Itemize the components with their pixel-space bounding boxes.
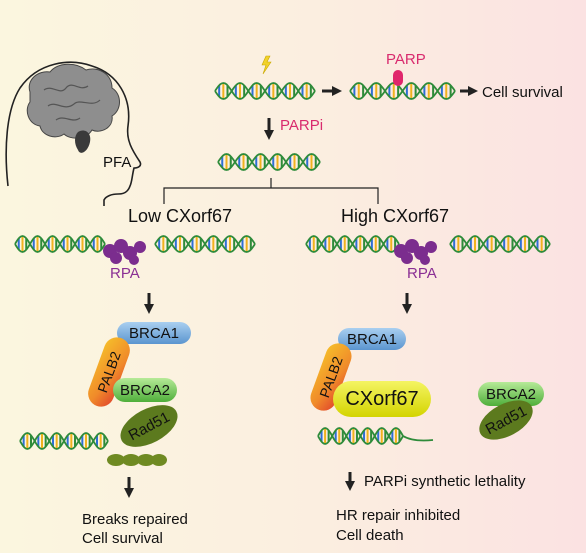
dna-strand — [14, 235, 106, 253]
palb2-left-shape — [88, 337, 130, 407]
dna-top-damaged-helix — [214, 82, 316, 100]
arrow-left-2 — [124, 477, 134, 498]
dna-right-a-helix — [305, 235, 400, 253]
rpa-left-label: RPA — [110, 265, 140, 282]
arrow-left-1 — [144, 293, 154, 314]
brca1-left-shape — [117, 322, 191, 344]
head-with-brain-icon — [5, 61, 142, 206]
dna-right-b-helix — [449, 235, 551, 253]
brca1-right-shape — [338, 328, 406, 350]
dna-strand — [217, 153, 321, 171]
rpa-complex-right-icon — [394, 239, 437, 265]
parp-label: PARP — [386, 51, 426, 68]
dna-top-parp-helix — [349, 82, 456, 100]
rad51-left-shape — [120, 405, 178, 447]
arrow-to-survival — [460, 86, 478, 96]
dna-strand — [154, 235, 256, 253]
low-cxorf67-heading: Low CXorf67 — [128, 206, 233, 226]
parpi-lethality-label: PARPi synthetic lethality — [364, 473, 526, 490]
branch-bracket — [163, 178, 379, 204]
dna-strand — [317, 427, 404, 445]
dna-strand — [305, 235, 400, 253]
brca2-right-shape — [478, 382, 544, 406]
dna-right-resected-helix — [317, 427, 434, 445]
brca1-left-label: BRCA1 — [128, 324, 180, 342]
right-outcome-line1: HR repair inhibited — [336, 507, 461, 524]
arrow-right-2 — [345, 472, 355, 491]
cxorf67-label: CXorf67 — [345, 387, 419, 410]
high-cxorf67-heading: High CXorf67 — [341, 206, 450, 226]
left-outcome-line2: Cell survival — [82, 530, 163, 547]
dna-left-a-helix — [14, 235, 106, 253]
cxorf67-shape — [333, 381, 431, 417]
dna-strand — [349, 82, 456, 100]
parp-protein-icon — [393, 70, 403, 86]
palb2-right-shape — [310, 343, 352, 411]
arrow-to-parp — [322, 86, 342, 96]
arrow-parpi — [264, 118, 274, 140]
arrow-right-1 — [402, 293, 412, 314]
parpi-label: PARPi — [280, 117, 324, 134]
right-outcome-line2: Cell death — [336, 527, 404, 544]
brca2-left-label: BRCA2 — [119, 381, 171, 399]
dna-strand — [214, 82, 316, 100]
rad51-right-shape — [479, 400, 533, 440]
dna-left-b-helix — [154, 235, 256, 253]
pfa-label: PFA — [103, 154, 132, 171]
cell-survival-top-label: Cell survival — [482, 84, 563, 101]
rpa-right-label: RPA — [407, 265, 437, 282]
dna-damage-lightning-icon — [261, 55, 272, 75]
brca2-right-label: BRCA2 — [485, 385, 537, 403]
dna-parpi-helix — [217, 153, 321, 171]
left-outcome-line1: Breaks repaired — [82, 511, 188, 528]
brca1-right-label: BRCA1 — [346, 330, 398, 348]
dna-helices — [14, 82, 551, 450]
rpa-complex-left-icon — [103, 239, 146, 265]
rad51-filament-left — [107, 454, 167, 466]
single-strand-tail — [402, 435, 434, 442]
brca2-left-shape — [113, 378, 177, 402]
dna-strand — [19, 432, 109, 450]
dna-left-repair-helix — [19, 432, 109, 450]
dna-strand — [449, 235, 551, 253]
